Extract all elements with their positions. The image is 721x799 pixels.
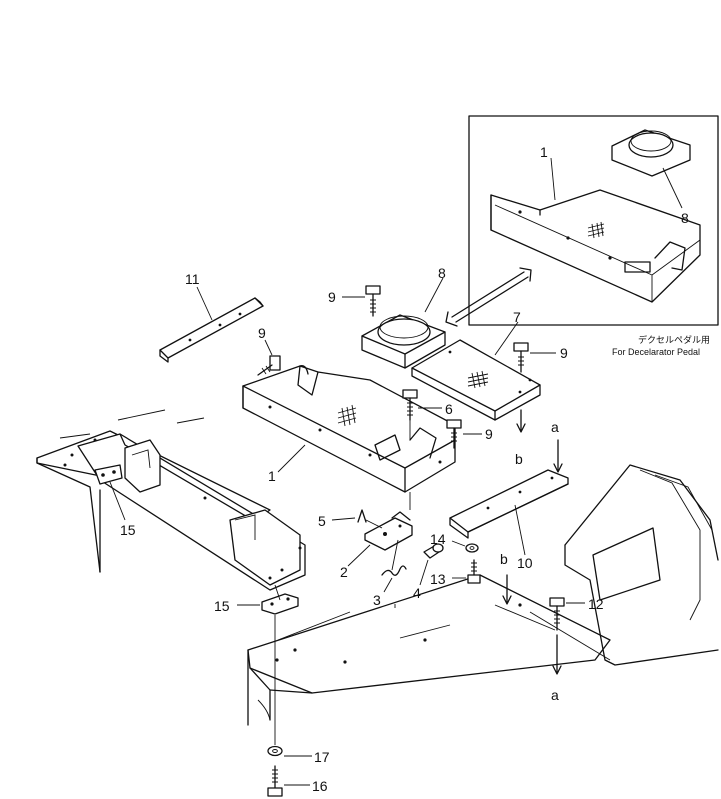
- arrow-a-lower: [552, 634, 562, 675]
- callout-14: 14: [430, 531, 446, 547]
- label-a-upper: a: [551, 419, 559, 435]
- bolt-12: [549, 597, 565, 631]
- plate-7: [411, 339, 541, 421]
- arrow-a-upper: [553, 439, 563, 473]
- plate-15: [261, 593, 299, 615]
- plate-11: [159, 297, 264, 363]
- bolt-9-left: [257, 355, 281, 376]
- plate-8: [361, 314, 446, 369]
- callout-10: 10: [517, 555, 533, 571]
- callout-4: 4: [413, 585, 421, 601]
- bolt-9-top: [365, 285, 381, 317]
- inset-mesh-grille: [587, 221, 605, 239]
- label-b-lower: b: [500, 551, 508, 567]
- callout-15-upper: 15: [120, 522, 136, 538]
- callout-9-d: 9: [485, 426, 493, 442]
- pin-4: [423, 543, 444, 559]
- callout-1-inset: 1: [540, 144, 548, 160]
- inset-panel: 1 8 デクセルペダル用 For Decelarator Pedal: [468, 115, 719, 357]
- inset-caption-en: For Decelarator Pedal: [612, 347, 700, 357]
- callout-15-lower: 15: [214, 598, 230, 614]
- inset-caption-jp: デクセルペダル用: [638, 334, 710, 345]
- callout-8-inset: 8: [681, 210, 689, 226]
- callout-3: 3: [373, 592, 381, 608]
- callout-6: 6: [445, 401, 453, 417]
- arrow-b-lower: [502, 574, 512, 605]
- mesh-grille-7: [467, 370, 489, 389]
- spring-3: [381, 539, 407, 576]
- callout-9-b: 9: [258, 325, 266, 341]
- bolt-16: [267, 765, 283, 797]
- label-a-lower: a: [551, 687, 559, 703]
- callout-13: 13: [430, 571, 446, 587]
- washer-14: [465, 543, 479, 553]
- bottom-frame: [247, 574, 611, 726]
- bolt-13: [467, 559, 481, 584]
- callout-8: 8: [438, 265, 446, 281]
- callout-7: 7: [513, 309, 521, 325]
- callout-9-a: 9: [328, 289, 336, 305]
- callout-12: 12: [588, 596, 604, 612]
- callout-1: 1: [268, 468, 276, 484]
- bracket-2: [364, 511, 413, 551]
- callout-2: 2: [340, 564, 348, 580]
- bolt-6: [402, 389, 418, 440]
- callout-11: 11: [185, 271, 200, 287]
- left-frame: [36, 409, 306, 591]
- callout-17: 17: [314, 749, 330, 765]
- plate-10: [449, 469, 569, 539]
- callout-16: 16: [312, 778, 328, 794]
- label-b-upper: b: [515, 451, 523, 467]
- right-cab-frame: [494, 464, 719, 666]
- bolt-9-right: [513, 342, 529, 373]
- callout-9-c: 9: [560, 345, 568, 361]
- clip-5: [357, 509, 383, 529]
- washer-17: [267, 745, 283, 757]
- mesh-grille: [337, 404, 357, 427]
- bolt-9-lower: [446, 419, 462, 449]
- interchange-arrow: [445, 267, 532, 327]
- arrow-b-upper: [516, 409, 526, 433]
- callout-5: 5: [318, 513, 326, 529]
